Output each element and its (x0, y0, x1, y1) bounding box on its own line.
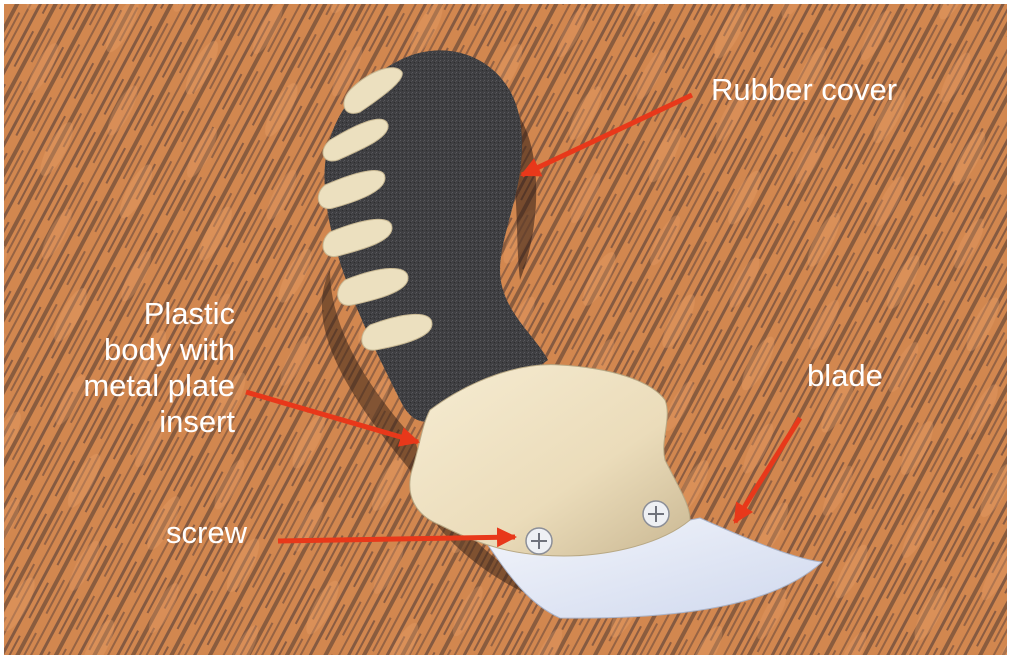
label-plastic-body-line-2: body with (30, 332, 235, 368)
label-plastic-body-line-3: metal plate (30, 368, 235, 404)
label-screw: screw (166, 515, 247, 551)
label-plastic-body-line-4: insert (30, 404, 235, 440)
label-plastic-body: Plastic body with metal plate insert (30, 296, 235, 440)
label-rubber-cover: Rubber cover (711, 72, 897, 108)
label-blade: blade (807, 358, 883, 394)
screw-back (643, 501, 669, 527)
label-plastic-body-line-1: Plastic (30, 296, 235, 332)
screw-front (526, 528, 552, 554)
